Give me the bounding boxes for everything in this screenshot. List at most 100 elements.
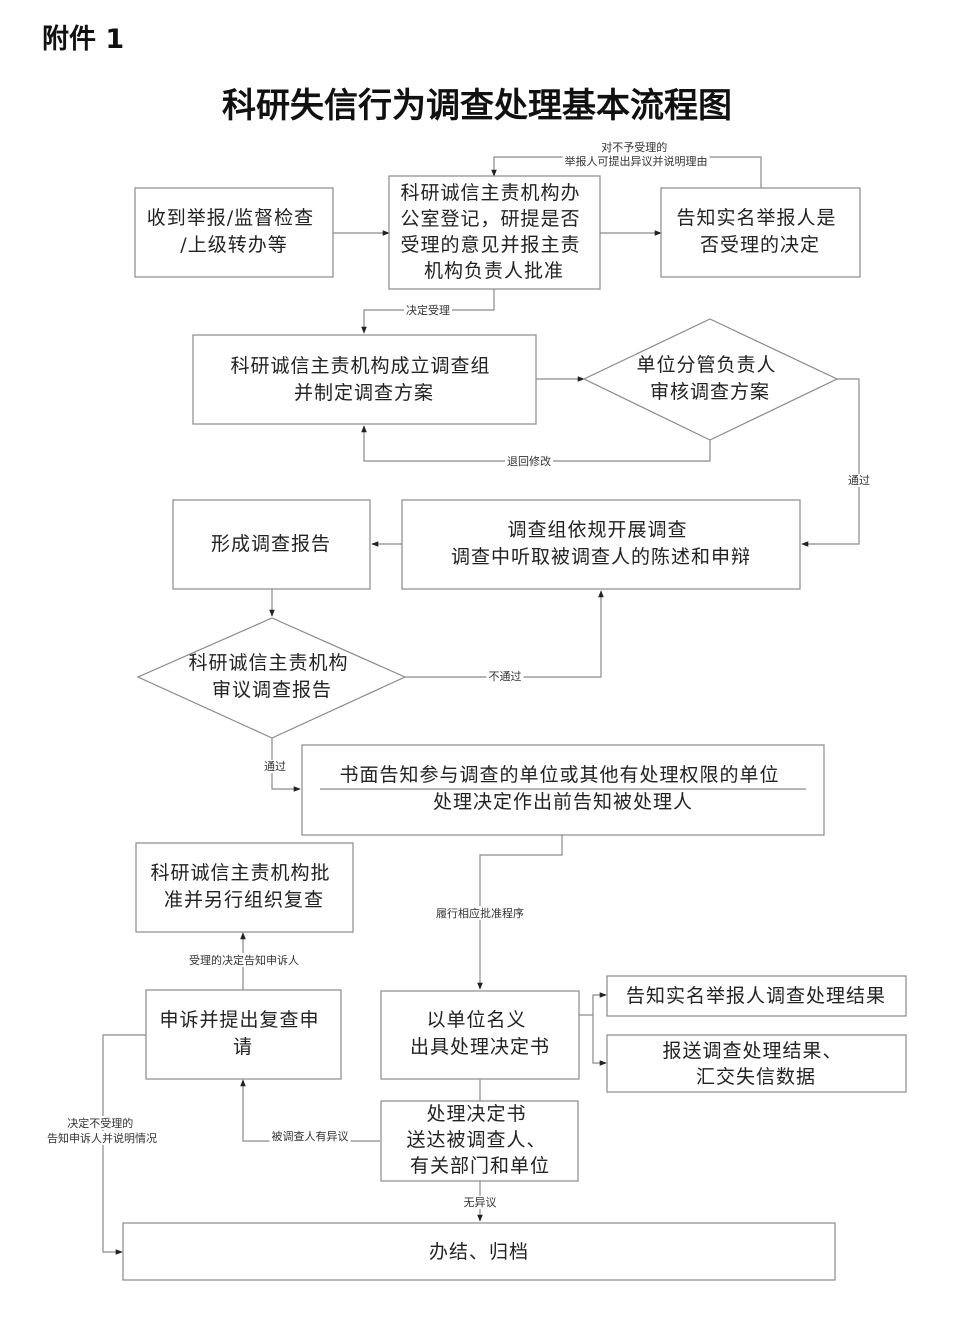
node-register: 科研诚信主责机构办 公室登记，研提是否 受理的意见并报主责 机构负责人批准: [400, 182, 587, 282]
node-deliver-box: [380, 1100, 579, 1182]
node-deliver-line-3: 有关部门和单位: [410, 1155, 550, 1177]
node-issue-decision-line-2: 出具处理决定书: [410, 1036, 550, 1058]
edge-decision-notify: [579, 992, 607, 1016]
label-backing: [599, 140, 670, 154]
label-has-objection: 被调查人有异议: [272, 1129, 349, 1143]
node-issue-decision-box: [380, 990, 580, 1080]
label-accepted: 决定受理: [406, 303, 450, 317]
node-review-plan-line-2: 审核调查方案: [650, 381, 770, 403]
node-labels: 收到举报/监督检查 /上级转办等 科研诚信主责机构办 公室登记，研提是否 受理的…: [147, 182, 886, 1263]
label-backing: [846, 474, 872, 487]
node-receive-line-2: /上级转办等: [180, 234, 287, 256]
node-form-group-line-1: 科研诚信主责机构成立调查组: [230, 355, 490, 377]
node-notify-decision: 告知实名举报人是 否受理的决定: [676, 207, 843, 256]
attachment-label: 附件 1: [42, 24, 124, 55]
edge-labels: 对不予受理的 举报人可提出异议并说明理由 决定受理 退回修改 通过 不通过 通过…: [45, 140, 872, 1209]
node-deliver-line-2: 送达被调查人、: [406, 1129, 546, 1151]
node-report-box: [172, 499, 371, 590]
label-objection: 对不予受理的 举报人可提出异议并说明理由: [565, 140, 708, 168]
label-not-passed: 不通过: [489, 670, 522, 683]
node-investigate-line-2: 调查中听取被调查人的陈述和申辩: [451, 546, 751, 568]
node-close: 办结、归档: [429, 1241, 529, 1263]
node-reinvestigate-line-1: 科研诚信主责机构批: [150, 862, 330, 884]
label-backing: [461, 1196, 499, 1209]
node-report-result: 报送调查处理结果、 汇交失信数据: [662, 1040, 849, 1088]
label-backing: [45, 1131, 159, 1145]
label-passed-report: 通过: [264, 760, 286, 773]
label-no-objection: 无异议: [464, 1196, 497, 1209]
node-report-line-1: 形成调查报告: [211, 533, 331, 555]
node-receive-box: [134, 187, 334, 278]
node-deliver: 处理决定书 送达被调查人、 有关部门和单位: [406, 1103, 553, 1177]
label-appeal-rejected-line-1: 决定不受理的: [67, 1116, 133, 1130]
node-notify-decision-box: [660, 187, 861, 278]
node-notify-result-line-1: 告知实名举报人调查处理结果: [626, 985, 886, 1007]
node-review-report: 科研诚信主责机构 审议调查报告: [188, 652, 355, 701]
node-written-notice-line-1: 书面告知参与调查的单位或其他有处理权限的单位: [339, 764, 779, 786]
node-form-group: 科研诚信主责机构成立调查组 并制定调查方案: [230, 355, 497, 404]
node-close-line-1: 办结、归档: [429, 1241, 529, 1263]
node-review-report-line-2: 审议调查报告: [212, 679, 332, 701]
label-backing: [505, 454, 553, 468]
label-appeal-rejected: 决定不受理的 告知申诉人并说明情况: [47, 1116, 157, 1145]
label-appeal-rejected-line-2: 告知申诉人并说明情况: [47, 1131, 157, 1145]
node-review-plan-diamond: [582, 318, 839, 441]
node-reinvestigate-box: [135, 842, 354, 933]
label-backing: [562, 154, 710, 168]
node-written-notice: 书面告知参与调查的单位或其他有处理权限的单位 处理决定作出前告知被处理人: [339, 764, 786, 813]
label-appeal-accepted: 受理的决定告知申诉人: [189, 953, 299, 967]
label-objection-line-1: 对不予受理的: [601, 140, 667, 154]
node-form-group-line-2: 并制定调查方案: [294, 382, 434, 404]
node-receive-line-1: 收到举报/监督检查: [147, 207, 314, 229]
node-review-plan: 单位分管负责人 审核调查方案: [636, 354, 783, 403]
node-appeal: 申诉并提出复查申 请: [159, 1009, 326, 1058]
node-review-report-diamond: [136, 617, 407, 739]
label-backing: [187, 953, 301, 967]
node-report: 形成调查报告: [211, 533, 331, 555]
node-register-line-3: 受理的意见并报主责: [400, 234, 580, 256]
edge-report-passed: [271, 738, 301, 792]
node-investigate: 调查组依规开展调查 调查中听取被调查人的陈述和申辩: [451, 519, 751, 568]
node-register-line-2: 公室登记，研提是否: [400, 208, 580, 230]
label-approval-procedure: 履行相应批准程序: [436, 906, 524, 920]
label-backing: [269, 1129, 351, 1143]
node-form-group-box: [192, 334, 537, 425]
node-review-plan-line-1: 单位分管负责人: [636, 354, 776, 376]
label-passed-plan: 通过: [848, 474, 870, 487]
node-register-line-4: 机构负责人批准: [424, 260, 564, 282]
node-reinvestigate-line-2: 准并另行组织复查: [164, 889, 324, 911]
node-receive: 收到举报/监督检查 /上级转办等: [147, 207, 321, 256]
label-backing: [262, 760, 288, 773]
node-notify-result-box: [606, 975, 907, 1017]
edge-approval-procedure: [477, 835, 563, 990]
node-investigate-line-1: 调查组依规开展调查: [507, 519, 687, 541]
node-register-box: [388, 175, 601, 290]
node-appeal-line-1: 申诉并提出复查申: [159, 1009, 319, 1031]
node-written-notice-line-2: 处理决定作出前告知被处理人: [433, 791, 693, 813]
label-backing: [404, 303, 452, 317]
node-investigate-box: [401, 499, 801, 590]
node-report-result-box: [606, 1034, 907, 1093]
node-register-line-1: 科研诚信主责机构办: [400, 182, 580, 204]
label-backing: [65, 1116, 136, 1130]
label-returned: 退回修改: [507, 454, 551, 468]
page-title: 科研失信行为调查处理基本流程图: [222, 86, 732, 126]
edge-plan-passed: [801, 378, 860, 547]
node-review-report-line-1: 科研诚信主责机构: [188, 652, 348, 674]
node-issue-decision-line-1: 以单位名义: [426, 1009, 526, 1031]
label-backing: [434, 906, 526, 920]
node-notify-decision-line-2: 否受理的决定: [700, 234, 820, 256]
edge-not-passed: [405, 590, 604, 678]
nodes: [122, 175, 907, 1281]
node-close-box: [122, 1222, 836, 1281]
label-backing: [486, 670, 524, 683]
node-appeal-box: [145, 989, 342, 1080]
node-deliver-line-1: 处理决定书: [426, 1103, 526, 1125]
node-issue-decision: 以单位名义 出具处理决定书: [410, 1009, 550, 1058]
node-notify-decision-line-1: 告知实名举报人是: [676, 207, 836, 229]
label-objection-line-2: 举报人可提出异议并说明理由: [565, 154, 708, 168]
node-report-result-line-2: 汇交失信数据: [696, 1066, 816, 1088]
node-notify-result: 告知实名举报人调查处理结果: [626, 985, 886, 1007]
edge-decision-report: [592, 1015, 607, 1066]
